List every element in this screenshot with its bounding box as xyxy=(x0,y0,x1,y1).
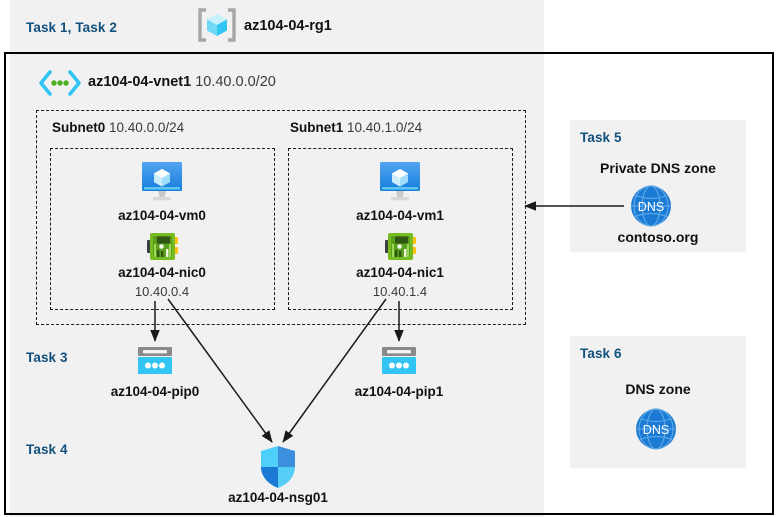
svg-text:DNS: DNS xyxy=(638,200,664,214)
dns-zone-heading: DNS zone xyxy=(625,381,691,397)
subnet1-name: Subnet1 xyxy=(290,120,344,135)
subnet0-box xyxy=(50,148,275,310)
virtual-machine-icon xyxy=(377,160,423,202)
svg-text:DNS: DNS xyxy=(643,423,669,437)
subnet1-box xyxy=(288,148,513,310)
public-ip-panel xyxy=(18,338,544,406)
subnet1-caption: Subnet1 10.40.1.0/24 xyxy=(290,120,422,135)
nic1-label: az104-04-nic1 xyxy=(356,265,444,280)
pip1-label: az104-04-pip1 xyxy=(354,384,444,399)
vm1-label: az104-04-vm1 xyxy=(356,208,444,223)
vnet-panel xyxy=(12,56,533,334)
subnet1-prefix: 10.40.1.0/24 xyxy=(347,120,423,135)
nsg-label: az104-04-nsg01 xyxy=(228,490,328,505)
private-dns-zone-panel xyxy=(570,120,746,252)
pip0-label: az104-04-pip0 xyxy=(110,384,200,399)
vnet-name: az104-04-vnet1 xyxy=(88,74,192,90)
task-label-public-ip: Task 3 xyxy=(26,350,68,365)
network-interface-icon xyxy=(144,230,180,264)
virtual-machine-icon xyxy=(139,160,185,202)
task-label-private-dns: Task 5 xyxy=(580,130,622,145)
virtual-network-icon xyxy=(38,70,82,96)
public-ip-address-icon xyxy=(135,345,175,379)
public-ip-address-icon xyxy=(379,345,419,379)
vnet-border-box xyxy=(4,52,774,515)
subnet0-caption: Subnet0 10.40.0.0/24 xyxy=(52,120,184,135)
private-dns-zone-heading: Private DNS zone xyxy=(600,160,716,176)
vnet-caption: az104-04-vnet1 10.40.0.0/20 xyxy=(88,74,276,90)
dns-zone-icon: DNS xyxy=(629,184,673,228)
task-label-dns-zone: Task 6 xyxy=(580,346,622,361)
private-dns-zone-name: contoso.org xyxy=(617,229,699,245)
network-security-group-icon xyxy=(259,445,297,489)
dns-zone-icon: DNS xyxy=(634,407,678,451)
nic0-ip: 10.40.0.4 xyxy=(134,284,190,299)
resource-group-icon xyxy=(198,8,236,42)
vm0-label: az104-04-vm0 xyxy=(118,208,206,223)
task-label-resource-group: Task 1, Task 2 xyxy=(26,20,117,35)
subnet0-name: Subnet0 xyxy=(52,120,106,135)
nic0-label: az104-04-nic0 xyxy=(118,265,206,280)
subnet0-prefix: 10.40.0.0/24 xyxy=(109,120,185,135)
network-interface-icon xyxy=(382,230,418,264)
resource-group-name: az104-04-rg1 xyxy=(244,18,332,34)
vnet-address-space: 10.40.0.0/20 xyxy=(195,74,276,90)
task-label-nsg: Task 4 xyxy=(26,442,68,457)
vnet-address-space-region xyxy=(36,110,526,325)
nic1-ip: 10.40.1.4 xyxy=(372,284,428,299)
